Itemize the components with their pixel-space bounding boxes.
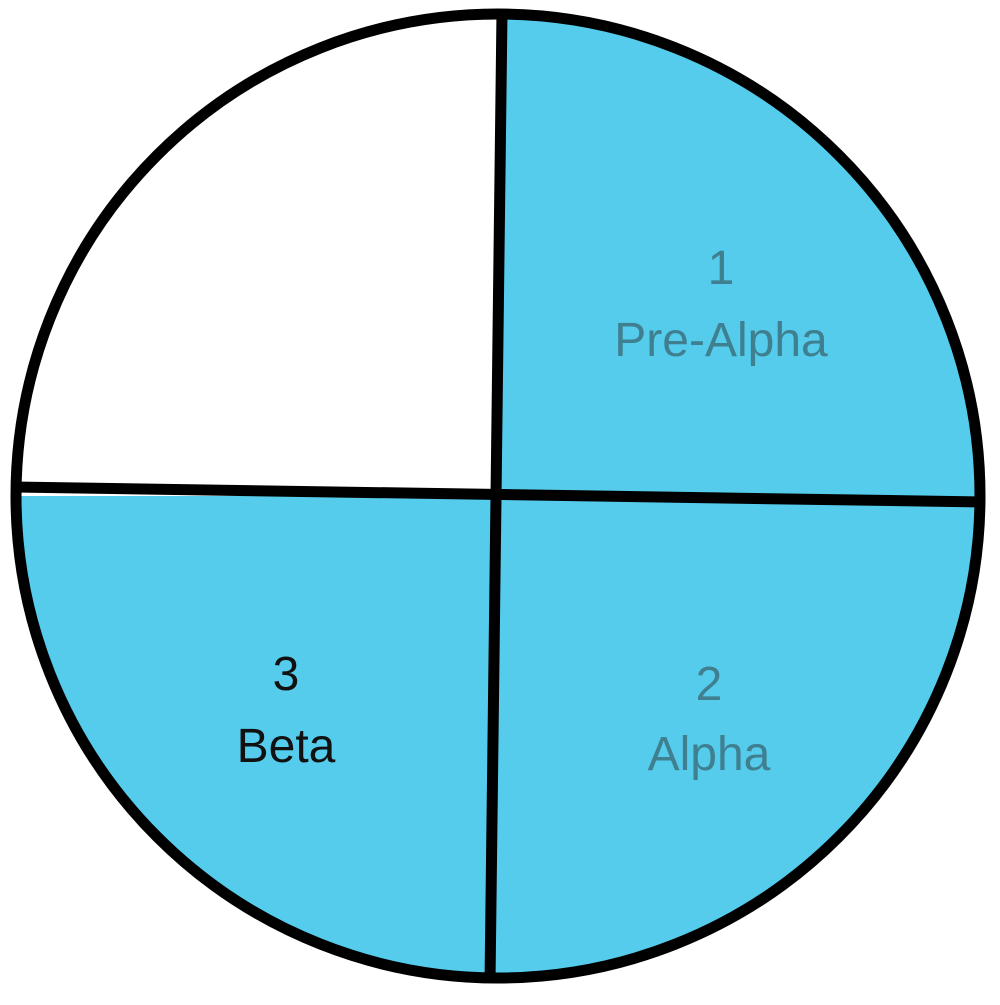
- phase-label: Pre-Alpha: [614, 314, 828, 367]
- quadrant-top-right: [498, 14, 980, 496]
- outer-circle: [10, 8, 986, 984]
- quadrant-top-left: [16, 14, 498, 496]
- phase-label: Beta: [237, 720, 336, 773]
- horizontal-divider: [13, 481, 985, 508]
- phase-label: Alpha: [648, 728, 771, 781]
- phase-number: 2: [696, 658, 723, 711]
- quadrant-top-right-label: 1 Pre-Alpha: [614, 242, 828, 367]
- quadrant-bottom-left-label: 3 Beta: [237, 648, 336, 773]
- quadrant-bottom-right-label: 2 Alpha: [648, 658, 771, 781]
- phase-number: 3: [273, 648, 300, 701]
- phase-number: 1: [708, 242, 735, 295]
